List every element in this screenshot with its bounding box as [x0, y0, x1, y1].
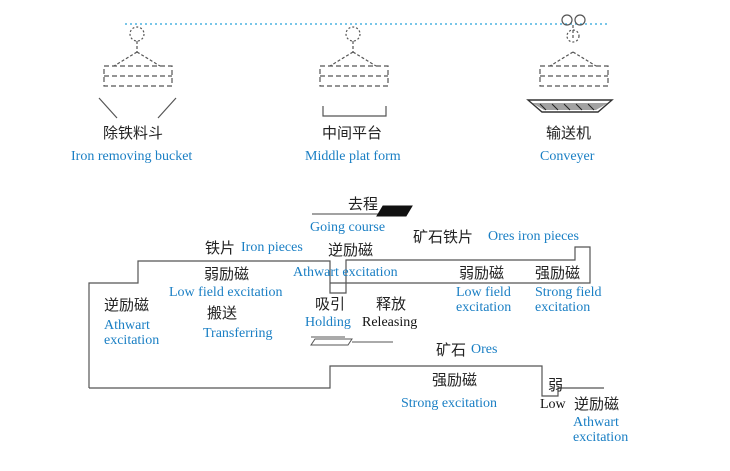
strong-bottom-cn: 强励磁	[432, 371, 478, 389]
transfer-cn: 搬送	[207, 304, 238, 322]
low-right-en2: excitation	[456, 300, 512, 315]
flow-line-lower	[89, 365, 604, 397]
strong-right-cn: 强励磁	[535, 264, 581, 282]
ores-cn: 矿石	[436, 341, 467, 359]
holding-cn: 吸引	[315, 295, 346, 313]
ores-en: Ores	[471, 342, 498, 357]
low-right-cn: 弱励磁	[459, 264, 505, 282]
athwart-left-cn: 逆励磁	[104, 296, 150, 314]
low-field-en: Low field excitation	[169, 285, 283, 300]
bucket-en-label: Iron removing bucket	[71, 149, 193, 164]
athwart-left-en1: Athwart	[104, 318, 150, 333]
strong-right-en1: Strong field	[535, 285, 602, 300]
conveyer-belt	[526, 99, 614, 113]
platform-cn-label: 中间平台	[322, 124, 383, 142]
holding-plate	[310, 336, 393, 346]
athwart-mid-en: Athwart excitation	[293, 265, 398, 280]
going-en: Going course	[310, 220, 386, 235]
strong-bottom-en: Strong excitation	[401, 396, 498, 411]
holding-en: Holding	[305, 315, 351, 330]
platform-en-label: Middle plat form	[305, 149, 401, 164]
flow-line	[88, 246, 591, 388]
athwart-br-cn: 逆励磁	[574, 395, 620, 413]
bucket-magnet	[98, 26, 177, 119]
strong-right-en2: excitation	[535, 300, 591, 315]
going-course-mark	[312, 205, 413, 217]
conveyer-magnet	[539, 14, 609, 87]
athwart-mid-cn: 逆励磁	[328, 241, 374, 259]
releasing-cn: 释放	[376, 295, 407, 313]
iron-pieces-en: Iron pieces	[241, 240, 303, 255]
athwart-br-en1: Athwart	[573, 415, 619, 430]
low-right-en1: Low field	[456, 285, 511, 300]
ores-iron-cn: 矿石铁片	[413, 228, 474, 246]
bucket-cn-label: 除铁料斗	[103, 124, 164, 142]
athwart-left-en2: excitation	[104, 333, 160, 348]
platform-magnet	[319, 26, 389, 117]
weak-en: Low	[540, 397, 566, 412]
iron-pieces-cn: 铁片	[205, 239, 236, 257]
athwart-br-en2: excitation	[573, 430, 629, 445]
releasing-en: Releasing	[362, 315, 418, 330]
going-cn: 去程	[348, 195, 379, 213]
weak-cn: 弱	[548, 376, 564, 394]
transfer-en: Transferring	[203, 326, 273, 341]
conveyer-en-label: Conveyer	[540, 149, 595, 164]
conveyer-cn-label: 输送机	[546, 124, 592, 142]
low-field-cn: 弱励磁	[204, 265, 250, 283]
ores-iron-en: Ores iron pieces	[488, 229, 579, 244]
